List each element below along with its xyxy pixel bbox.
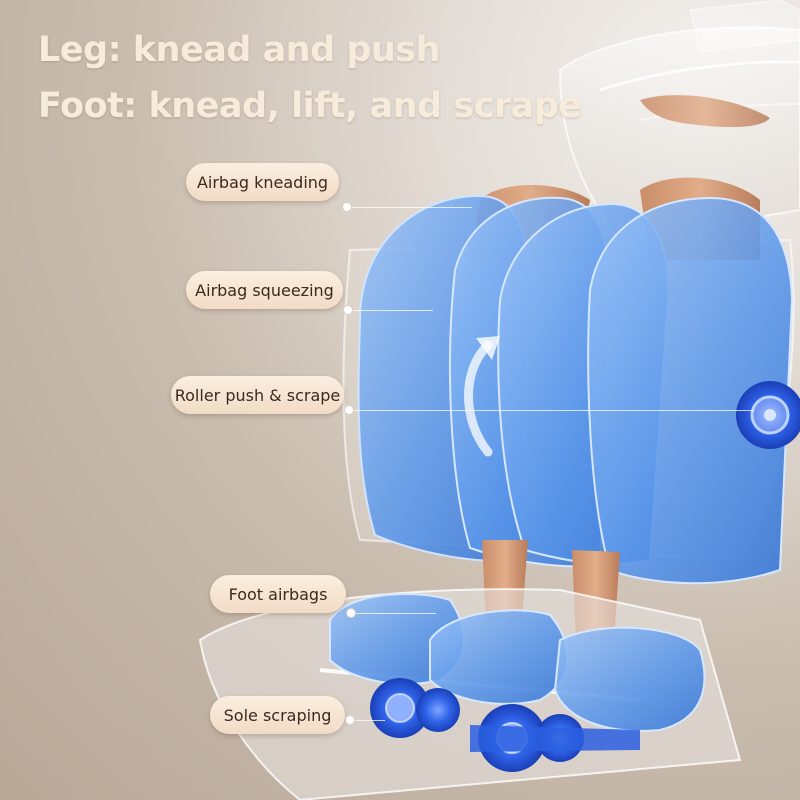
headline-foot: Foot: knead, lift, and scrape — [38, 86, 582, 126]
sole-roller-left-icon — [370, 678, 460, 738]
callout-label: Sole scraping — [210, 696, 345, 734]
airbag-right-outer — [587, 196, 794, 585]
callout-line — [355, 720, 385, 721]
curved-arrow-icon — [464, 340, 493, 457]
headline-leg: Leg: knead and push — [38, 30, 441, 70]
callout-dot — [343, 305, 353, 315]
hand — [640, 95, 770, 128]
callout-label: Foot airbags — [210, 575, 346, 613]
callout-label: Airbag squeezing — [186, 271, 343, 309]
callout-dot — [342, 202, 352, 212]
callout-label: Airbag kneading — [186, 163, 339, 201]
callout-dot — [344, 405, 354, 415]
roller-rail — [470, 725, 640, 752]
callout-label: Roller push & scrape — [171, 376, 344, 414]
callout-line — [352, 207, 472, 208]
chair-armrest — [558, 26, 800, 242]
callout-line — [354, 410, 754, 411]
callout-dot — [345, 715, 355, 725]
callout-line — [356, 613, 436, 614]
callout-line — [353, 310, 433, 311]
callout-dot — [346, 608, 356, 618]
side-roller-icon — [736, 381, 800, 449]
foot-airbag-right — [429, 609, 569, 705]
foot-airbag-side — [553, 626, 706, 732]
